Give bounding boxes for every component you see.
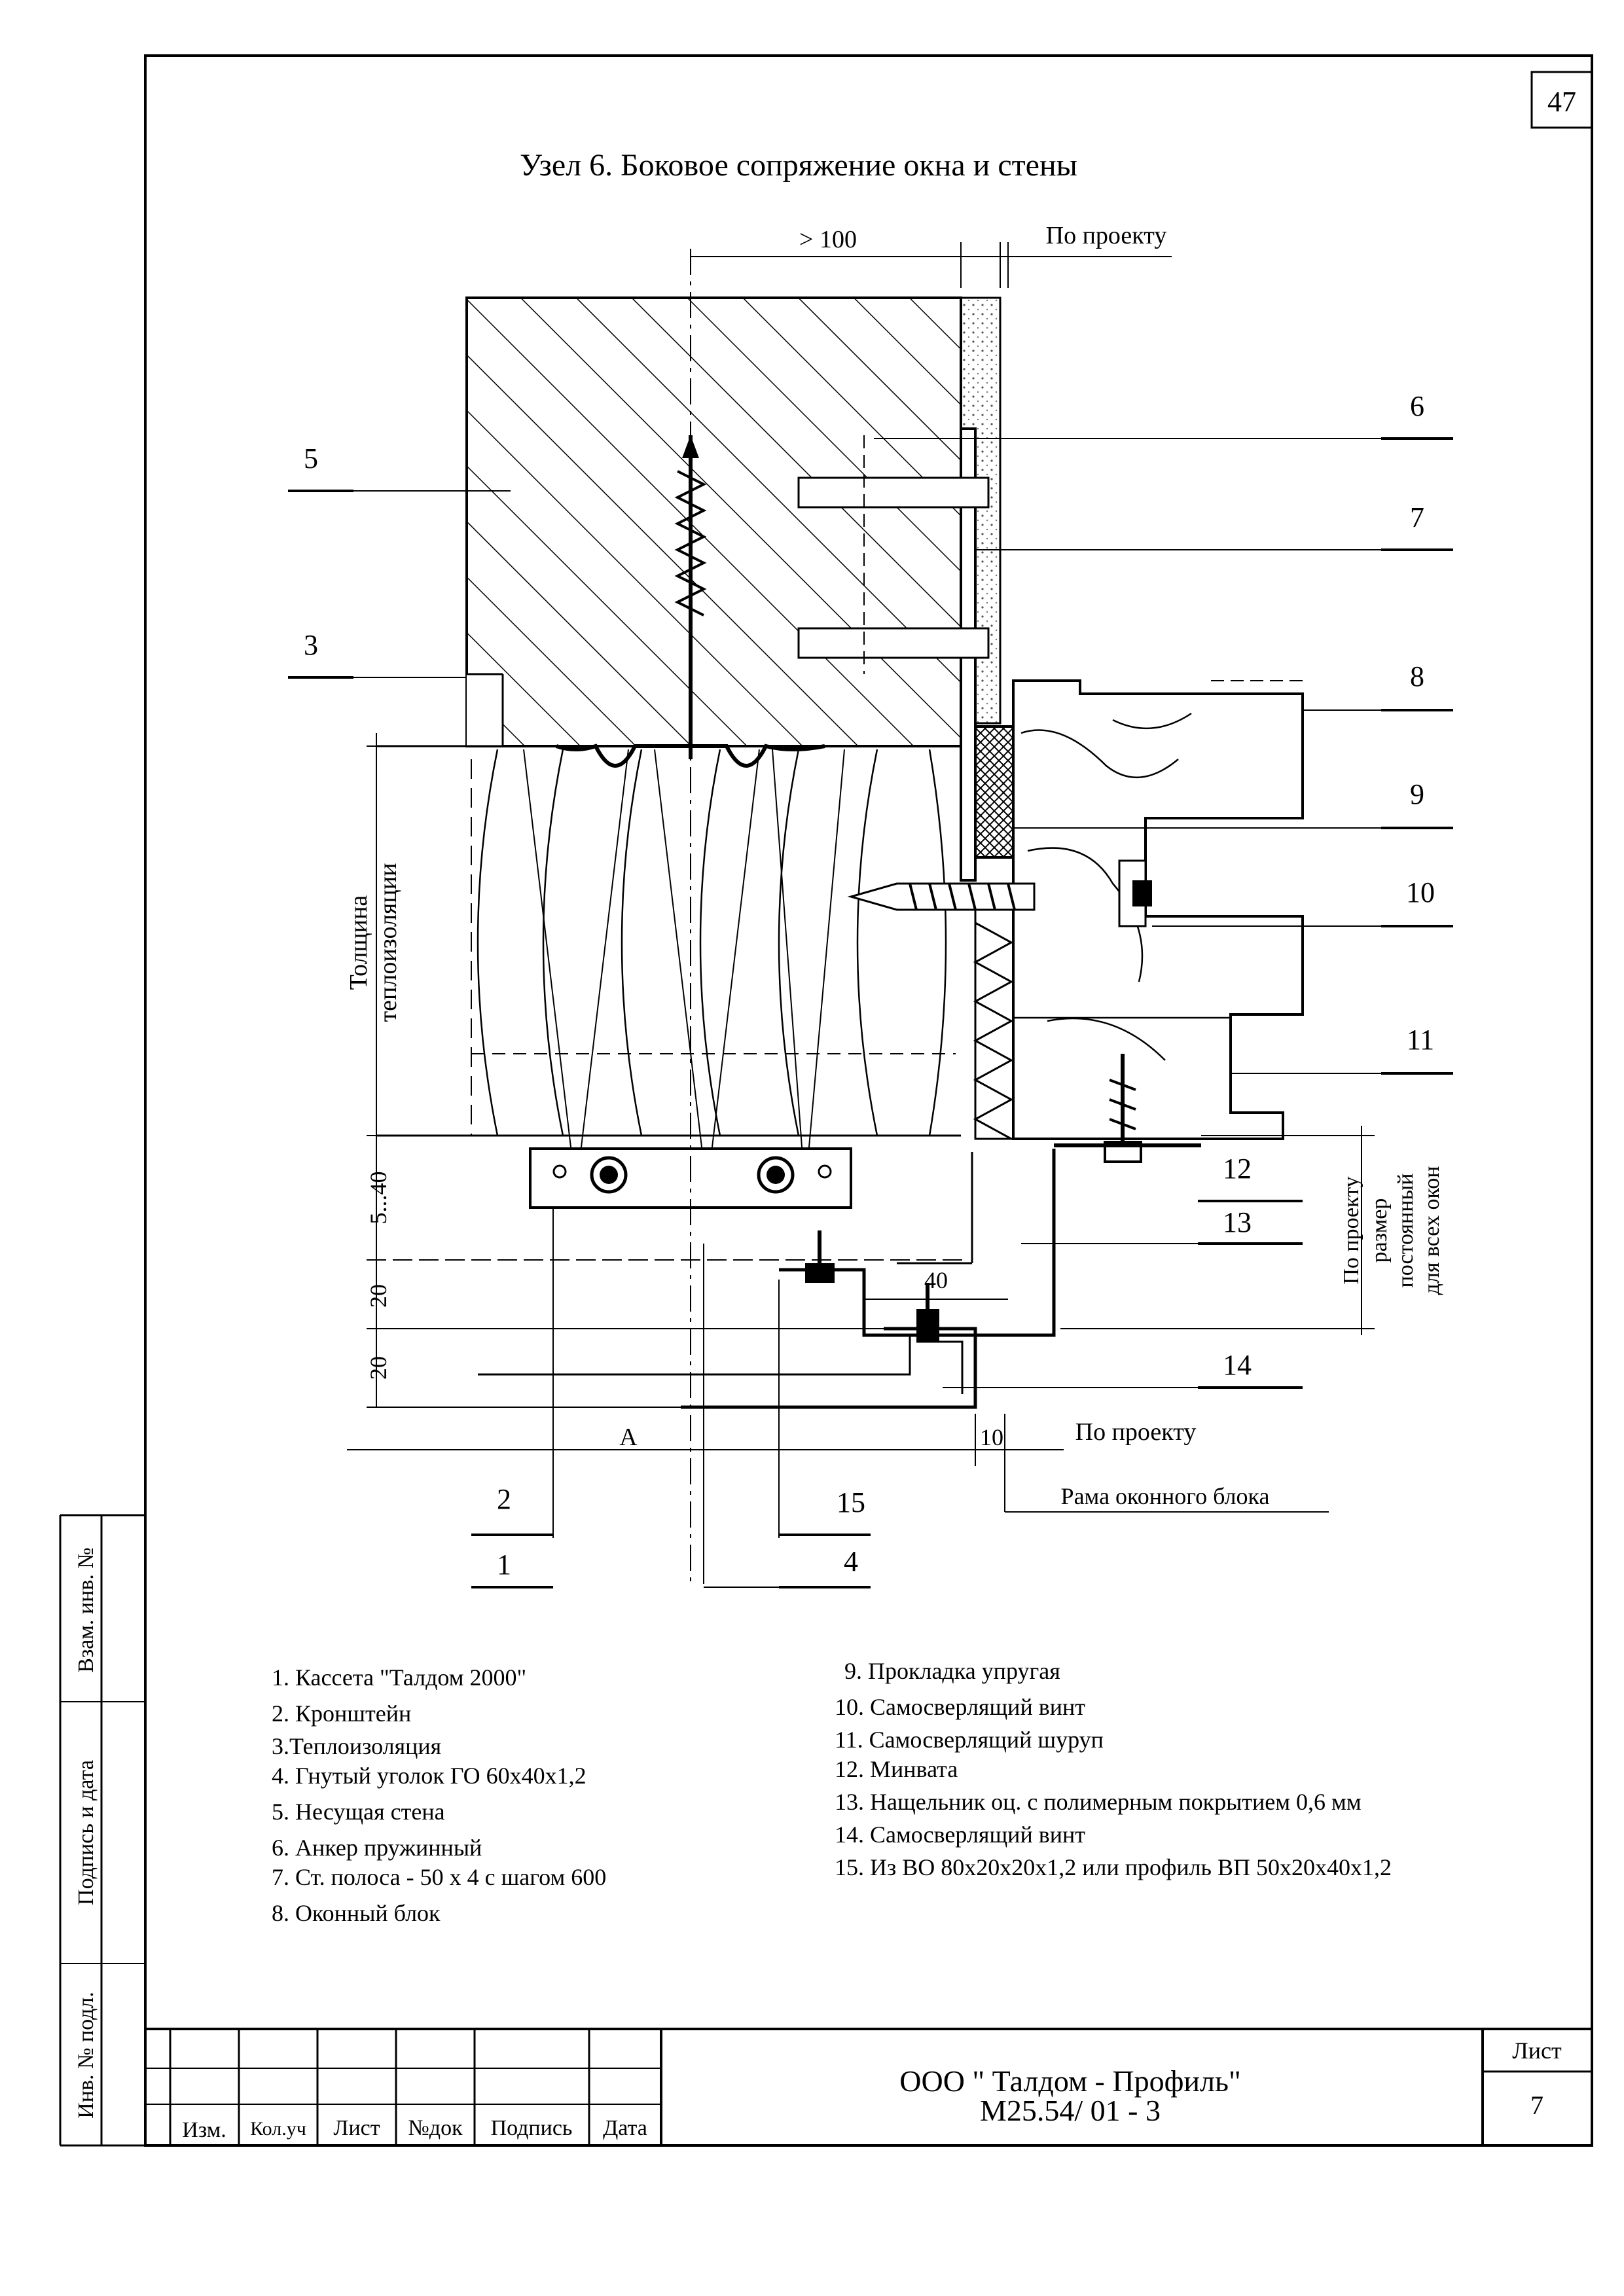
load-bearing-wall [465, 296, 1001, 747]
elastic-seal [974, 725, 1015, 859]
dim-top-project: По проекту [1046, 222, 1167, 249]
callout-11: 11 [1407, 1024, 1434, 1056]
sheet-number-top: 47 [1547, 86, 1576, 118]
callout-4: 4 [844, 1545, 858, 1577]
tb-code: М25.54/ 01 - 3 [980, 2094, 1161, 2127]
callout-13: 13 [1223, 1206, 1252, 1238]
legend-item: 2. Кронштейн [272, 1700, 411, 1727]
callout-14: 14 [1223, 1349, 1252, 1381]
legend-item: 3.Теплоизоляция [272, 1733, 441, 1759]
callout-leaders [288, 437, 1453, 1588]
legend-right: 9. Прокладка упругая 10. Самосверлящий в… [835, 1658, 1392, 1880]
mineral-wool [973, 922, 1014, 1140]
legend-item: 8. Оконный блок [272, 1900, 441, 1926]
callout-15: 15 [837, 1486, 865, 1518]
dim-A: A [619, 1424, 638, 1451]
dim-window-frame: Рама оконного блока [1061, 1483, 1270, 1509]
side-stamp-podpis: Подпись и дата [74, 1760, 98, 1905]
tb-col-podpis: Подпись [491, 2116, 573, 2140]
callout-8: 8 [1410, 660, 1424, 692]
self-drilling-screw-10 [847, 859, 1152, 927]
dim-right-2: размер [1367, 1198, 1392, 1263]
legend-item: 15. Из ВО 80х20х20х1,2 или профиль ВП 50… [835, 1854, 1392, 1880]
insulation-layer [376, 745, 961, 1192]
tb-col-kol: Кол.уч [250, 2118, 306, 2140]
legend-left: 1. Кассета "Талдом 2000" 2. Кронштейн 3.… [272, 1664, 606, 1926]
legend-item: 9. Прокладка упругая [844, 1658, 1060, 1684]
dim-insulation-1: Толщина [345, 895, 372, 990]
legend-item: 10. Самосверлящий винт [835, 1694, 1085, 1720]
tb-col-list: Лист [333, 2116, 380, 2140]
dim-20-a: 20 [365, 1284, 391, 1308]
title-block: Изм. Кол.уч Лист №док Подпись Дата ООО "… [145, 2028, 1592, 2147]
legend-item: 6. Анкер пружинный [272, 1835, 482, 1861]
tb-col-izm: Изм. [182, 2118, 226, 2142]
dimension-lines [347, 242, 1375, 1584]
sheet-frame: 47 [144, 54, 1593, 2147]
dim-gt100: > 100 [799, 226, 857, 253]
sheet-number-box [1530, 71, 1593, 129]
legend-item: 12. Минвата [835, 1756, 958, 1782]
legend-item: 7. Ст. полоса - 50 х 4 с шагом 600 [272, 1864, 606, 1890]
callout-12: 12 [1223, 1153, 1252, 1185]
steel-strip [797, 427, 990, 882]
cassette-clip [556, 744, 825, 768]
callout-2: 2 [497, 1483, 511, 1515]
dim-bottom-project: По проекту [1075, 1418, 1197, 1446]
callout-6: 6 [1410, 390, 1424, 422]
tb-col-data: Дата [603, 2116, 647, 2140]
window-block [1012, 679, 1304, 1140]
dim-right-1: По проекту [1339, 1176, 1363, 1284]
side-stamp-vzam: Взам. инв. № [74, 1547, 98, 1673]
callout-5: 5 [304, 442, 318, 475]
callout-9: 9 [1410, 778, 1424, 810]
callout-1: 1 [497, 1549, 511, 1581]
legend-item: 1. Кассета "Талдом 2000" [272, 1664, 526, 1691]
callout-10: 10 [1406, 876, 1435, 908]
dim-5-40: 5...40 [365, 1172, 391, 1225]
tb-col-ndok: №док [408, 2116, 463, 2140]
drawing-title: Узел 6. Боковое сопряжение окна и стены [520, 148, 1077, 183]
dim-right-3: постоянный [1394, 1174, 1418, 1288]
side-stamp: Взам. инв. № Подпись и дата Инв. № подл. [59, 1514, 145, 2147]
callout-3: 3 [304, 629, 318, 661]
legend-item: 13. Нащельник оц. с полимерным покрытием… [835, 1789, 1362, 1815]
tb-sheet-value: 7 [1530, 2090, 1543, 2120]
legend-item: 11. Самосверлящий шуруп [835, 1727, 1104, 1753]
tb-company: ООО " Талдом - Профиль" [899, 2064, 1240, 2098]
dim-right-4: для всех окон [1420, 1166, 1444, 1295]
side-stamp-inv: Инв. № подл. [74, 1992, 98, 2119]
dim-20-b: 20 [365, 1356, 391, 1380]
flashing-profile [478, 1143, 1201, 1409]
legend-item: 14. Самосверлящий винт [835, 1821, 1085, 1848]
callout-7: 7 [1410, 501, 1424, 533]
tb-sheet-label: Лист [1512, 2037, 1562, 2064]
dim-insulation-2: теплоизоляции [374, 863, 402, 1022]
legend-item: 5. Несущая стена [272, 1799, 445, 1825]
dim-40: 40 [924, 1267, 948, 1293]
dim-10: 10 [980, 1424, 1003, 1450]
legend-item: 4. Гнутый уголок ГО 60х40х1,2 [272, 1763, 586, 1789]
